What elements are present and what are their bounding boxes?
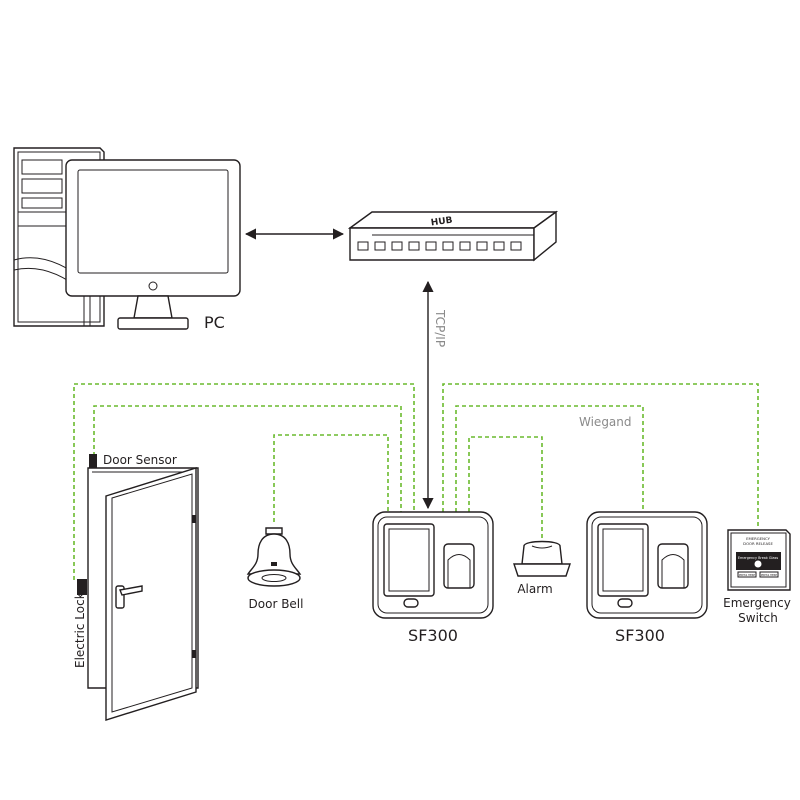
emergency-plate-button-right: PRESS HERE <box>761 573 778 577</box>
emergency-plate-title-1: EMERGENCY <box>746 536 770 541</box>
emergency-release-icon <box>727 529 791 591</box>
hub-port <box>425 241 437 251</box>
door-sensor-label: Door Sensor <box>103 453 177 467</box>
wire-door-sensor <box>93 405 402 512</box>
wire-emergency-switch <box>442 383 759 527</box>
emergency-plate-text: Emergency Break Glass <box>738 556 778 560</box>
hub-port <box>391 241 403 251</box>
door-bell-icon <box>246 527 302 587</box>
wire-wiegand <box>455 405 644 512</box>
wire-door-bell <box>273 434 389 522</box>
alarm-label: Alarm <box>517 582 552 596</box>
emergency-plate-title-2: DOOR RELEASE <box>743 541 773 546</box>
sf300-slave-label: SF300 <box>615 626 665 645</box>
electric-lock-label: Electric Lock <box>73 592 87 668</box>
hub-port <box>442 241 454 251</box>
hub-port <box>510 241 522 251</box>
sf300-main-label: SF300 <box>408 626 458 645</box>
hub-port <box>476 241 488 251</box>
wire-electric-lock <box>73 383 415 580</box>
alarm-siren-icon <box>513 540 571 577</box>
wire-alarm <box>468 436 543 544</box>
hub-port <box>459 241 471 251</box>
wiring <box>73 383 759 580</box>
door-bell-label: Door Bell <box>249 597 304 611</box>
tcpip-label: TCP/IP <box>433 309 447 347</box>
door-sensor-icon <box>89 454 97 468</box>
emergency-switch-label-2: Switch <box>738 611 778 625</box>
sf300-main-icon <box>372 511 494 619</box>
pc-label: PC <box>204 313 225 332</box>
door-icon <box>87 467 199 721</box>
hub-port <box>357 241 369 251</box>
pc-icon <box>13 147 241 330</box>
emergency-plate-button-left: PRESS HERE <box>739 573 756 577</box>
hub-label: HUB <box>430 216 453 229</box>
sf300-slave-icon <box>586 511 708 619</box>
hub-port <box>374 241 386 251</box>
hub-icon <box>347 210 559 262</box>
electric-lock-icon <box>77 579 87 595</box>
wiegand-label: Wiegand <box>579 415 632 429</box>
hub-port <box>408 241 420 251</box>
emergency-switch-label-1: Emergency <box>723 596 791 610</box>
hub-port <box>493 241 505 251</box>
